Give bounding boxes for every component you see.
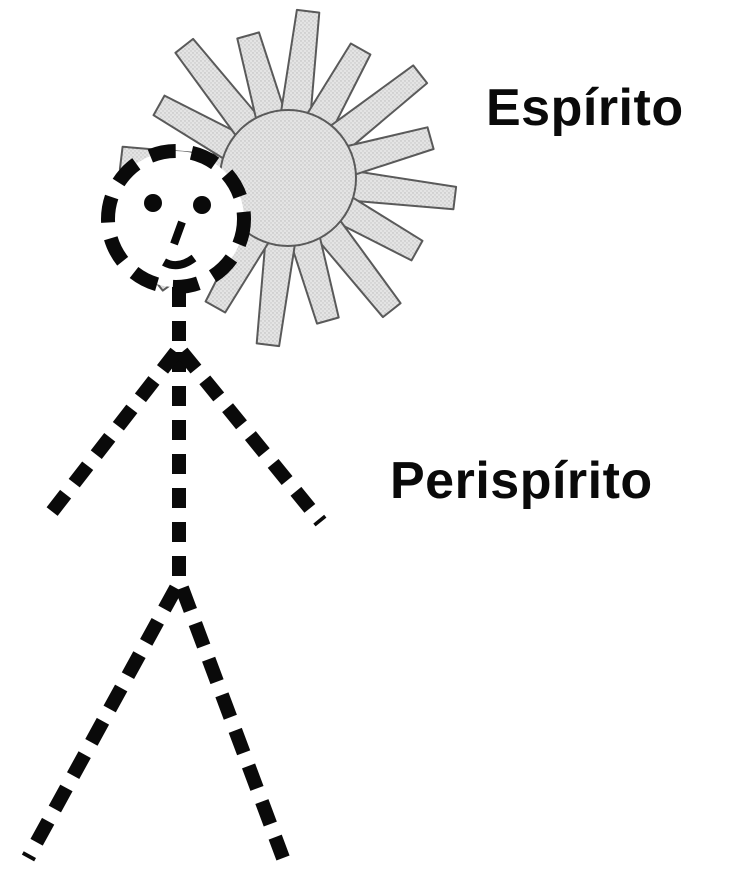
label-spirit: Espírito [486, 82, 684, 134]
figure-right-leg [182, 588, 283, 858]
figure-right-arm [182, 352, 321, 522]
figure-left-arm [44, 352, 176, 522]
figure-left-eye [144, 194, 162, 212]
label-perispirit: Perispírito [390, 455, 653, 507]
figure-right-eye [193, 196, 211, 214]
figure-left-leg [28, 588, 176, 858]
